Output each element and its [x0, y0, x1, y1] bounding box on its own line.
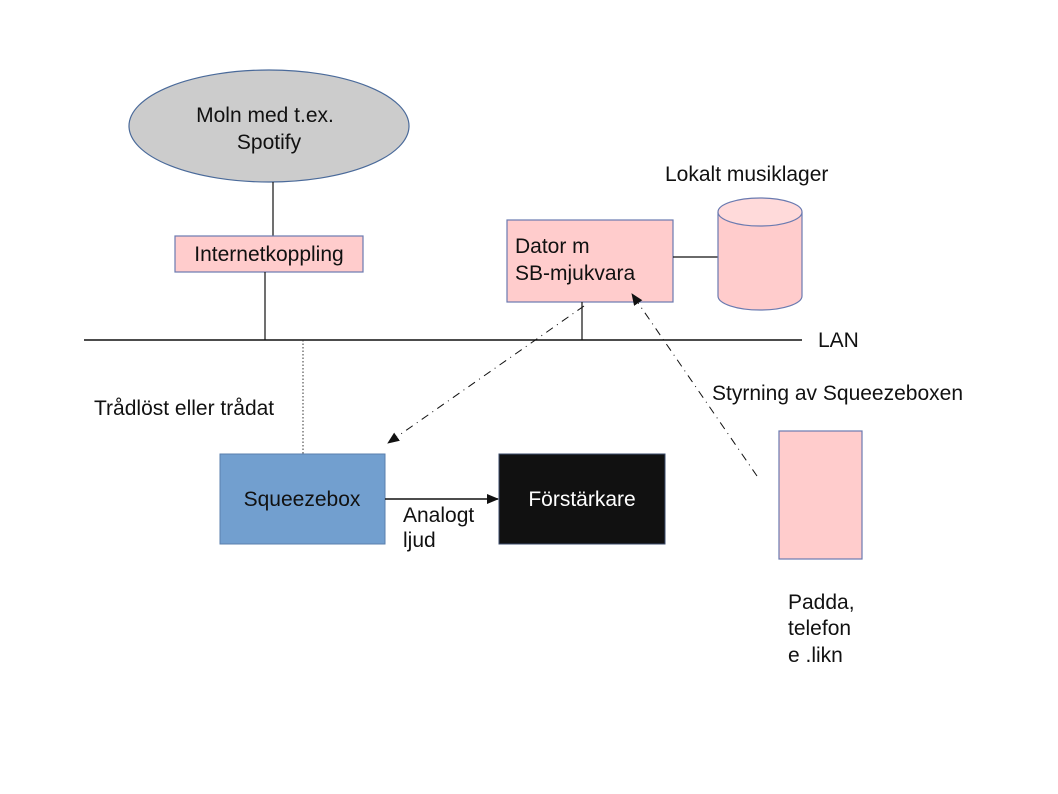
- device-label-line2: telefon: [788, 617, 851, 640]
- computer-label-line2: SB-mjukvara: [515, 262, 636, 285]
- squeezebox-label: Squeezebox: [244, 488, 361, 511]
- cloud-node[interactable]: Moln med t.ex. Spotify: [128, 69, 410, 183]
- storage-label: Lokalt musiklager: [665, 163, 828, 186]
- amplifier-label: Förstärkare: [528, 488, 635, 511]
- cloud-label-line2: Spotify: [237, 131, 302, 154]
- device-label-line3: e .likn: [788, 644, 843, 667]
- cloud-label-line1: Moln med t.ex.: [196, 104, 334, 127]
- control-label: Styrning av Squeezeboxen: [712, 382, 963, 405]
- device-label-line1: Padda,: [788, 591, 855, 614]
- device-node[interactable]: [778, 430, 863, 560]
- computer-label-line1: Dator m: [515, 235, 590, 258]
- wireless-label: Trådlöst eller trådat: [94, 397, 274, 420]
- storage-node[interactable]: [717, 197, 803, 311]
- analog-label-line1: Analogt: [403, 504, 474, 527]
- internet-label: Internetkoppling: [194, 243, 343, 266]
- amplifier-node[interactable]: Förstärkare: [498, 453, 666, 545]
- computer-node[interactable]: Dator m SB-mjukvara: [506, 219, 674, 303]
- stream-arrow: [387, 305, 585, 444]
- lan-label: LAN: [818, 329, 859, 352]
- analog-label-line2: ljud: [403, 529, 436, 552]
- squeezebox-node[interactable]: Squeezebox: [219, 453, 386, 545]
- internet-node[interactable]: Internetkoppling: [174, 235, 364, 273]
